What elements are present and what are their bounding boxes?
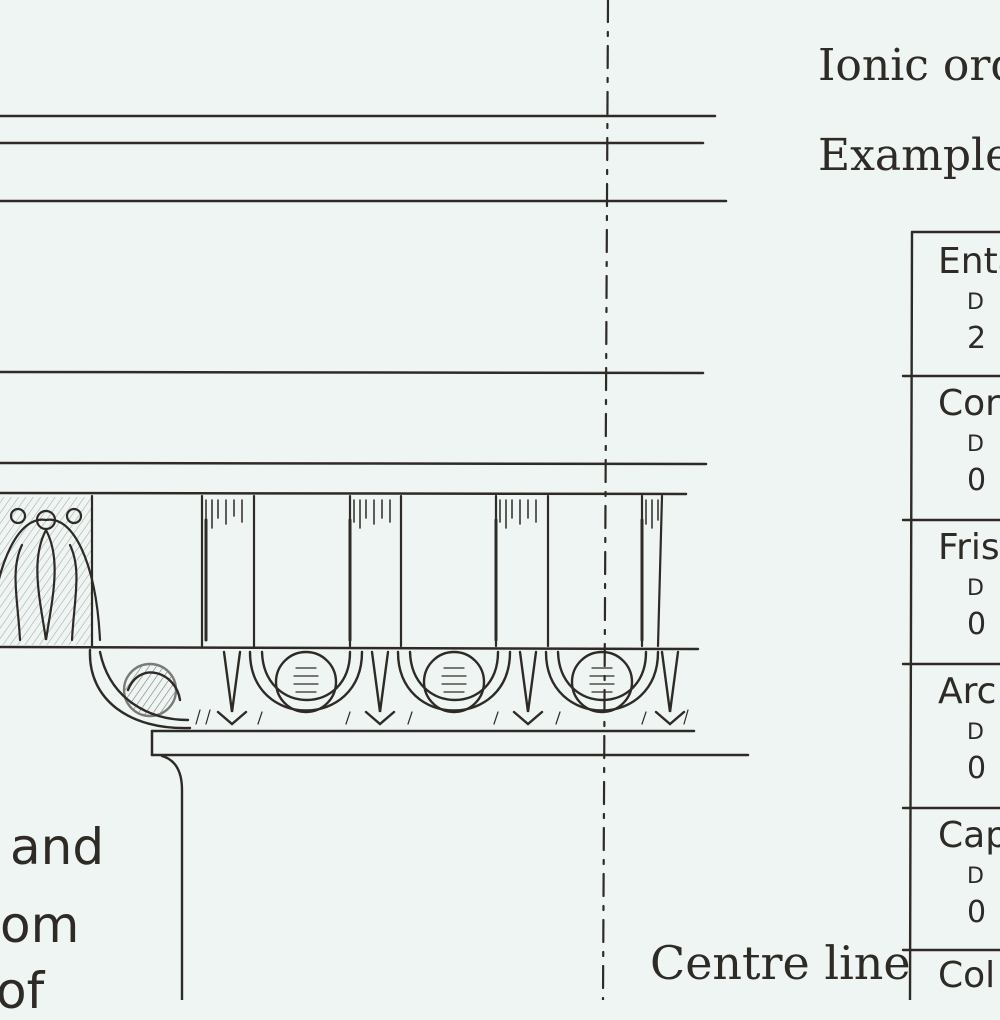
- note-line-3: of: [0, 962, 45, 1020]
- table-row: Arc D 0: [935, 670, 1000, 806]
- table-cell-title: Arc: [938, 671, 997, 712]
- table-cell-title: Enta: [938, 241, 1000, 282]
- table-cell-value: 0: [967, 895, 987, 930]
- table-cell-d: D: [967, 720, 984, 745]
- centre-line-label: Centre line: [650, 936, 911, 990]
- dentil-course: [200, 494, 664, 648]
- column-shaft: [160, 754, 184, 1000]
- table-cell-d: D: [967, 576, 984, 601]
- note-line-1: and: [10, 818, 105, 876]
- table-cell-value: 0: [967, 607, 987, 642]
- centre-line: [601, 0, 610, 1000]
- page-subtitle: Example: [818, 130, 1000, 181]
- table-cell-value: 0: [967, 751, 987, 786]
- table-cell-value: 2: [967, 321, 987, 356]
- table-cell-d: D: [967, 864, 984, 889]
- table-row: Col: [935, 954, 1000, 1000]
- table-cell-title: Col: [938, 955, 996, 996]
- table-row: Cap D 0: [935, 814, 1000, 950]
- table-cell-title: Fris: [938, 527, 1000, 568]
- page-title: Ionic ord: [818, 40, 1000, 91]
- table-cell-title: Cap: [938, 815, 1000, 856]
- table-row: Cor D 0: [935, 382, 1000, 518]
- table-cell-title: Cor: [938, 383, 1000, 424]
- table-cell-d: D: [967, 290, 984, 315]
- entablature-lines: [0, 114, 750, 757]
- table-cell-value: 0: [967, 463, 987, 498]
- table-row: Fris D 0: [935, 526, 1000, 662]
- egg-and-dart-moulding: [88, 648, 689, 730]
- note-line-2: om: [0, 896, 80, 954]
- table-row: Enta D 2: [935, 240, 1000, 376]
- anthemion-panel: [0, 494, 102, 648]
- table-cell-d: D: [967, 432, 984, 457]
- table-grid: [901, 230, 1000, 1000]
